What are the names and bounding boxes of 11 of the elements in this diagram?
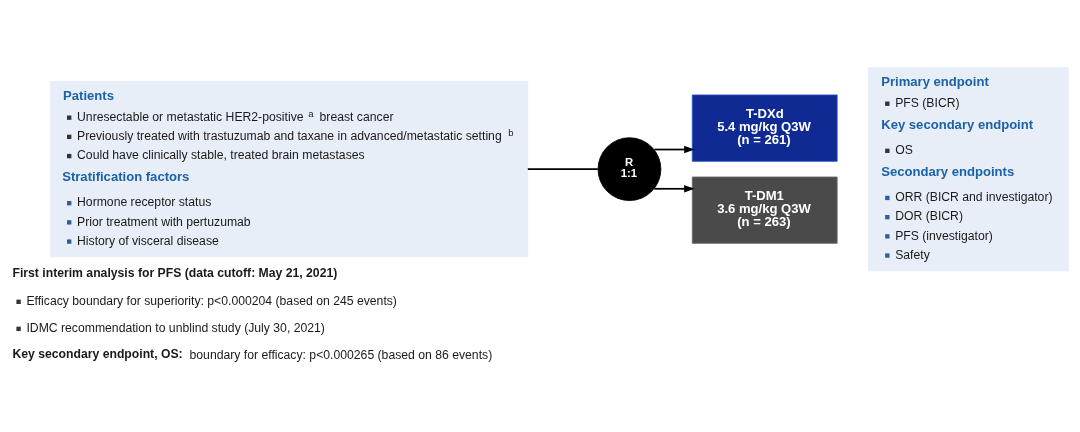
node-box: T-DM1 3.6 mg/kg Q3W (n = 263): [691, 176, 838, 244]
connector: [526, 167, 599, 170]
label: IDMC recommendation to unblind study (July 30, 2021): [26, 320, 325, 335]
label: Key secondary endpoint, OS: boundary for efficacy: p<0.000265 (based on 86 events): [12, 346, 493, 362]
arrow: [653, 184, 695, 192]
label: Efficacy boundary for superiority: p<0.000204 (based on 245 events): [26, 293, 397, 308]
node-box: Primary endpoint PFS (BICR) Key secondary endpoint OS Secondary endpoints ORR (BICR and investigator) DOR (BICR) PFS (investigator) Safety: [868, 66, 1069, 271]
arrow: [653, 145, 695, 153]
node-box: T-DXd 5.4 mg/kg Q3W (n = 261): [691, 94, 838, 162]
label: First interim analysis for PFS (data cutoff: May 21, 2021): [12, 265, 338, 280]
node-circle: R 1:1: [597, 136, 662, 201]
